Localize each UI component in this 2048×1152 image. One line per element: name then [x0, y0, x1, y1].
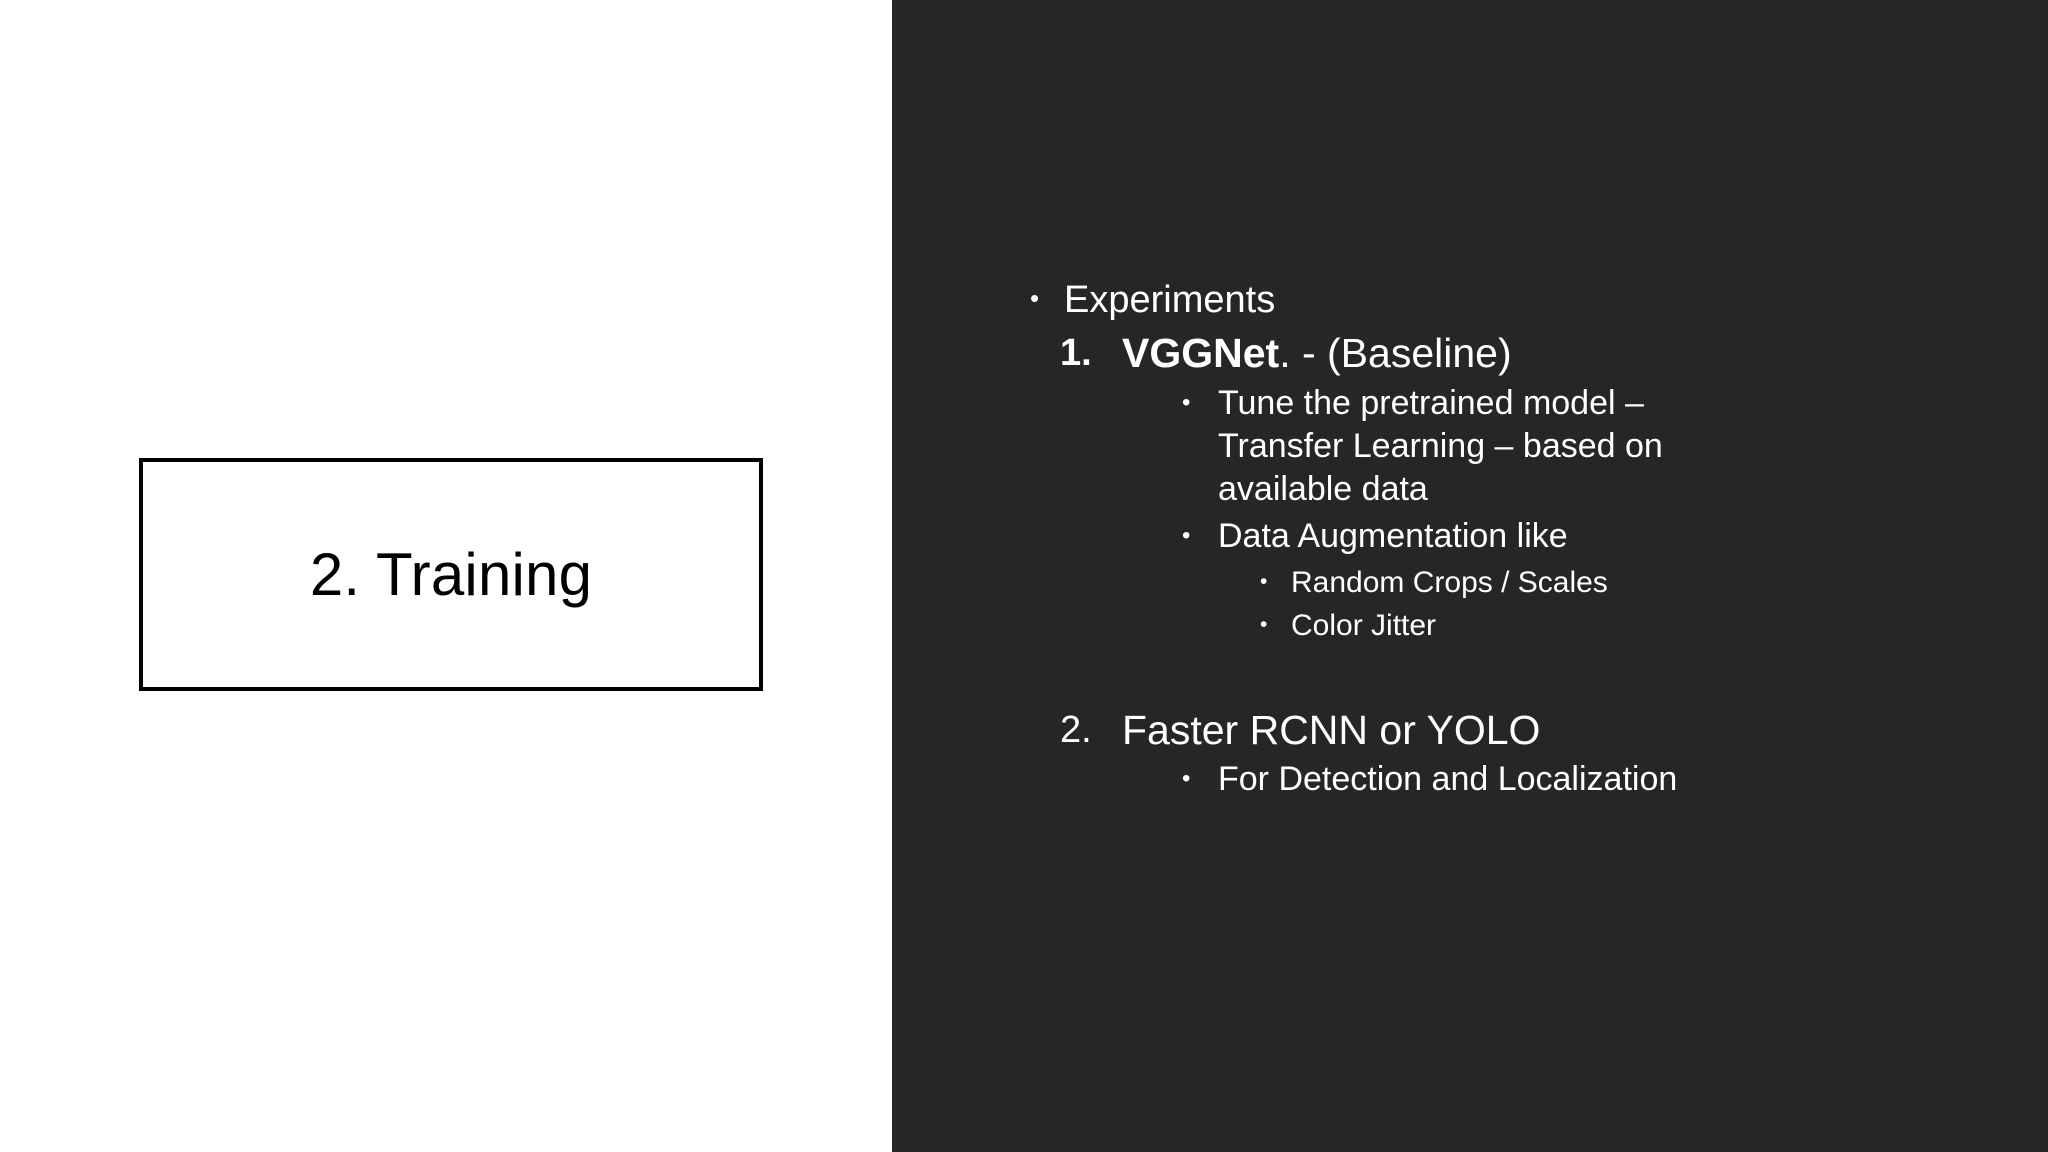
list-item-label: For Detection and Localization [1218, 760, 1678, 799]
bullet-dot-icon: • [1182, 388, 1191, 416]
list-item-label: Random Crops / Scales [1291, 565, 1608, 599]
list-item-transfer-learning: • Tune the pretrained model – Transfer L… [892, 382, 2048, 512]
list-item-label: Faster RCNN or YOLO [1122, 706, 1541, 753]
vggnet-name: VGGNet [1122, 330, 1280, 377]
vggnet-suffix: . - (Baseline) [1279, 330, 1512, 377]
ordered-marker-1: 1. [1060, 332, 1092, 375]
left-title-panel: 2. Training [0, 0, 892, 1152]
list-item-label: Experiments [1064, 279, 1276, 321]
list-item-random-crops: • Random Crops / Scales [892, 563, 2048, 602]
right-content-panel: • Experiments 1. VGGNet. - (Baseline) • … [892, 0, 2048, 1152]
ordered-marker-2: 2. [1060, 708, 1092, 751]
list-item-detection-localization: • For Detection and Localization [892, 758, 2048, 801]
list-item-data-augmentation: • Data Augmentation like [892, 515, 2048, 558]
bullet-dot-icon: • [1030, 283, 1040, 313]
list-item-label: VGGNet. - (Baseline) [1122, 328, 2002, 380]
section-title-box: 2. Training [139, 458, 763, 691]
bullet-dot-icon: • [1260, 612, 1268, 636]
bullet-list: • Experiments 1. VGGNet. - (Baseline) • … [892, 276, 2048, 805]
list-item-color-jitter: • Color Jitter [892, 606, 2048, 645]
list-item-label: Data Augmentation like [1218, 517, 1568, 556]
bullet-dot-icon: • [1182, 522, 1191, 550]
list-spacer [892, 649, 2048, 705]
list-item-vggnet: 1. VGGNet. - (Baseline) [892, 328, 2048, 380]
list-item-faster-rcnn-yolo: 2. Faster RCNN or YOLO [892, 705, 2048, 757]
list-item-experiments: • Experiments [892, 276, 2048, 324]
bullet-dot-icon: • [1182, 765, 1191, 793]
list-item-label: Tune the pretrained model – Transfer Lea… [1218, 383, 1663, 509]
list-item-label: Color Jitter [1291, 608, 1437, 642]
section-title-text: 2. Training [309, 540, 593, 608]
bullet-dot-icon: • [1260, 569, 1268, 593]
